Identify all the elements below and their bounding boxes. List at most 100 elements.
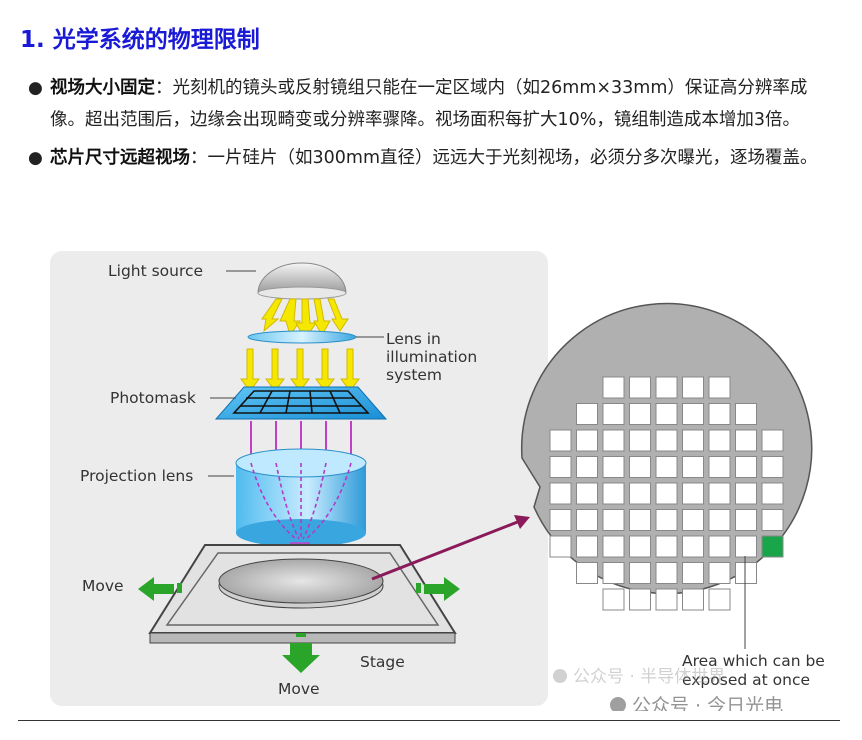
exposure-field [629, 535, 651, 558]
bullet-separator: ： [155, 78, 173, 98]
exposure-field [602, 429, 625, 452]
label-lens-line3: system [386, 366, 442, 384]
move-left-arrow-icon [138, 577, 182, 601]
label-area-line2: exposed at once [682, 671, 810, 689]
exposure-field [708, 482, 731, 505]
exposure-field [549, 429, 572, 452]
move-right-arrow-icon [416, 577, 460, 601]
exposure-field [629, 588, 651, 611]
exposure-field [708, 376, 731, 399]
exposure-field [655, 429, 678, 452]
exposure-field [629, 482, 651, 505]
light-source [257, 262, 349, 340]
label-stage: Stage [360, 653, 405, 671]
watermark-text-2: 公众号 · 今日光电 [632, 695, 783, 711]
label-lens-line1: Lens in [386, 330, 441, 348]
label-projection-lens: Projection lens [80, 467, 193, 485]
exposure-field [735, 535, 757, 558]
exposure-field [576, 456, 598, 478]
exposure-field [655, 588, 678, 611]
label-light-source: Light source [108, 262, 203, 280]
bullet-dot-icon: ● [28, 78, 43, 98]
exposure-field [602, 376, 625, 399]
exposure-field [682, 403, 704, 425]
label-lens-line2: illumination [386, 348, 477, 366]
exposure-field [602, 509, 625, 531]
exposure-field [655, 456, 678, 478]
exposure-field [549, 509, 572, 531]
exposure-field [655, 562, 678, 584]
lithography-diagram: Light source Lens in illumination system… [50, 251, 825, 711]
watermark-text-1: 公众号 · 半导体世界 [573, 667, 725, 687]
exposure-field [682, 535, 704, 558]
exposure-field [576, 429, 598, 452]
exposure-field [576, 403, 598, 425]
bullet-term: 视场大小固定 [50, 78, 155, 98]
exposure-field [708, 562, 731, 584]
exposure-field [629, 403, 651, 425]
bullet-item-chip-size: ● 芯片尺寸远超视场：一片硅片（如300mm直径）远远大于光刻视场，必须分多次曝… [20, 142, 842, 174]
exposure-field [655, 509, 678, 531]
exposure-field [602, 562, 625, 584]
exposure-field [629, 509, 651, 531]
bullet-text: 一片硅片（如300mm直径）远远大于光刻视场，必须分多次曝光，逐场覆盖。 [207, 148, 818, 168]
exposure-field [602, 588, 625, 611]
exposure-field [549, 456, 572, 478]
exposure-field [549, 482, 572, 505]
exposure-field [576, 509, 598, 531]
exposure-field [602, 535, 625, 558]
zoom-pointer-arrow [371, 515, 530, 581]
wafer-stage [148, 544, 457, 644]
exposure-field [682, 429, 704, 452]
exposure-field-grid [549, 376, 784, 611]
exposure-field [761, 456, 784, 478]
exposure-field [735, 456, 757, 478]
label-area-line1: Area which can be [682, 652, 825, 670]
bullet-text: 光刻机的镜头或反射镜组只能在一定区域内（如26mm×33mm）保证高分辨率成像。… [50, 78, 808, 130]
exposure-field [761, 509, 784, 531]
exposure-field [682, 562, 704, 584]
exposure-field [602, 456, 625, 478]
exposure-field [735, 403, 757, 425]
exposure-field [708, 509, 731, 531]
exposure-field [735, 562, 757, 584]
exposure-field [549, 535, 572, 558]
watermark-2: 公众号 · 今日光电 [610, 695, 783, 711]
section-heading: 1. 光学系统的物理限制 [20, 27, 260, 53]
bottom-divider [18, 720, 840, 721]
exposure-field [708, 456, 731, 478]
exposure-field [708, 403, 731, 425]
exposure-field [576, 482, 598, 505]
exposure-field [708, 588, 731, 611]
exposure-field [761, 482, 784, 505]
exposure-field [682, 509, 704, 531]
parallel-beams [240, 348, 360, 392]
exposure-field [629, 562, 651, 584]
watermark-1: 公众号 · 半导体世界 [553, 667, 725, 687]
photomask [214, 386, 388, 420]
exposure-field [682, 456, 704, 478]
bullet-dot-icon: ● [28, 148, 43, 168]
exposure-field [682, 588, 704, 611]
exposure-field [655, 403, 678, 425]
illumination-lens [247, 330, 357, 344]
exposure-field [761, 429, 784, 452]
exposure-field [682, 482, 704, 505]
exposure-field [602, 482, 625, 505]
exposure-field [682, 376, 704, 399]
exposure-field [655, 535, 678, 558]
label-photomask: Photomask [110, 389, 196, 407]
bullet-term: 芯片尺寸远超视场 [50, 148, 190, 168]
exposed-field [761, 535, 784, 558]
exposure-field [708, 429, 731, 452]
exposure-field [735, 429, 757, 452]
exposure-field [629, 456, 651, 478]
label-move-down: Move [278, 680, 320, 698]
exposure-field [576, 562, 598, 584]
projection-lens [235, 448, 367, 547]
exposure-field [629, 429, 651, 452]
wafer-detail [520, 302, 813, 611]
exposure-field [735, 509, 757, 531]
bullet-list: ● 视场大小固定：光刻机的镜头或反射镜组只能在一定区域内（如26mm×33mm）… [20, 72, 842, 180]
exposure-field [576, 535, 598, 558]
